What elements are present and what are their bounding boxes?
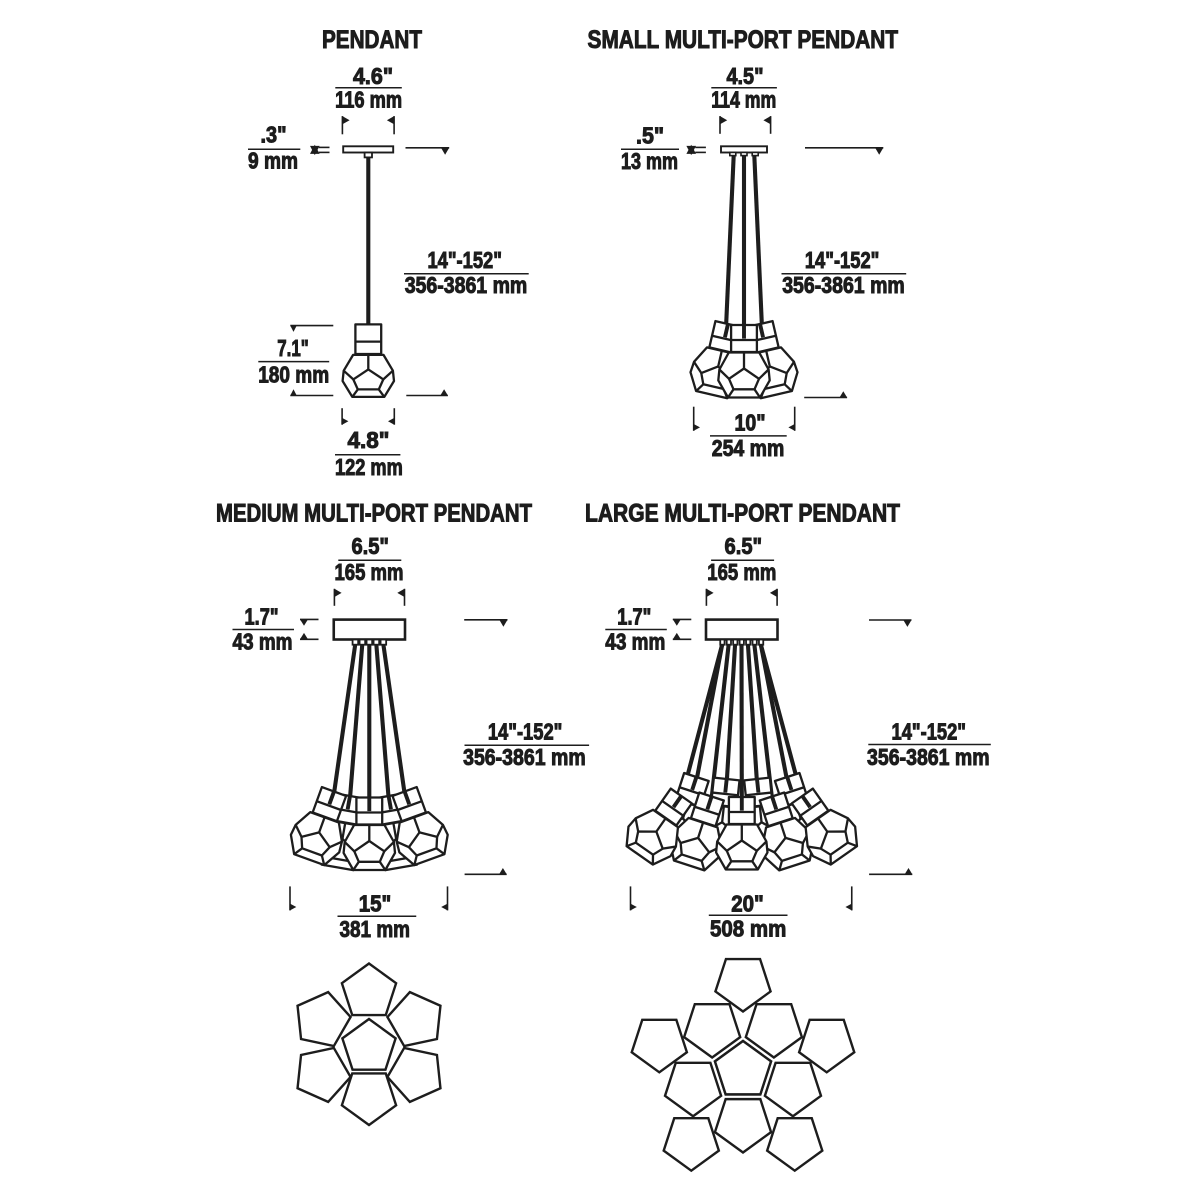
svg-text:14"-152": 14"-152": [805, 247, 880, 273]
svg-text:381 mm: 381 mm: [340, 916, 411, 942]
svg-text:14"-152": 14"-152": [892, 718, 967, 744]
svg-text:4.6": 4.6": [353, 63, 393, 89]
svg-text:122 mm: 122 mm: [335, 454, 403, 480]
svg-text:114 mm: 114 mm: [711, 87, 776, 113]
svg-text:356-3861 mm: 356-3861 mm: [405, 272, 528, 298]
svg-text:20": 20": [731, 891, 764, 917]
svg-text:508 mm: 508 mm: [710, 916, 786, 942]
svg-text:4.8": 4.8": [348, 427, 390, 453]
svg-text:43 mm: 43 mm: [233, 629, 293, 655]
svg-text:14"-152": 14"-152": [488, 718, 563, 744]
svg-text:356-3861 mm: 356-3861 mm: [463, 744, 586, 770]
svg-text:356-3861 mm: 356-3861 mm: [782, 272, 905, 298]
svg-text:1.7": 1.7": [245, 604, 279, 630]
svg-text:13 mm: 13 mm: [621, 148, 678, 174]
svg-text:9 mm: 9 mm: [248, 148, 298, 174]
svg-text:116 mm: 116 mm: [335, 87, 402, 113]
svg-text:14"-152": 14"-152": [427, 247, 502, 273]
svg-text:165 mm: 165 mm: [707, 559, 776, 585]
svg-text:7.1": 7.1": [277, 335, 309, 361]
svg-text:254 mm: 254 mm: [712, 435, 785, 461]
svg-text:15": 15": [359, 891, 392, 917]
svg-text:6.5": 6.5": [725, 533, 763, 559]
svg-text:PENDANT: PENDANT: [322, 26, 422, 54]
svg-text:4.5": 4.5": [727, 63, 764, 89]
svg-text:.3": .3": [261, 122, 287, 148]
svg-text:43 mm: 43 mm: [605, 629, 665, 655]
svg-text:6.5": 6.5": [351, 533, 389, 559]
svg-text:1.7": 1.7": [617, 604, 651, 630]
svg-text:LARGE MULTI-PORT PENDANT: LARGE MULTI-PORT PENDANT: [585, 500, 900, 528]
svg-text:165 mm: 165 mm: [335, 559, 404, 585]
svg-text:MEDIUM MULTI-PORT PENDANT: MEDIUM MULTI-PORT PENDANT: [216, 500, 532, 528]
svg-text:10": 10": [735, 409, 766, 435]
svg-text:SMALL MULTI-PORT PENDANT: SMALL MULTI-PORT PENDANT: [588, 26, 899, 54]
svg-text:.5": .5": [636, 123, 664, 149]
svg-text:180 mm: 180 mm: [258, 361, 329, 387]
svg-text:356-3861 mm: 356-3861 mm: [867, 744, 990, 770]
